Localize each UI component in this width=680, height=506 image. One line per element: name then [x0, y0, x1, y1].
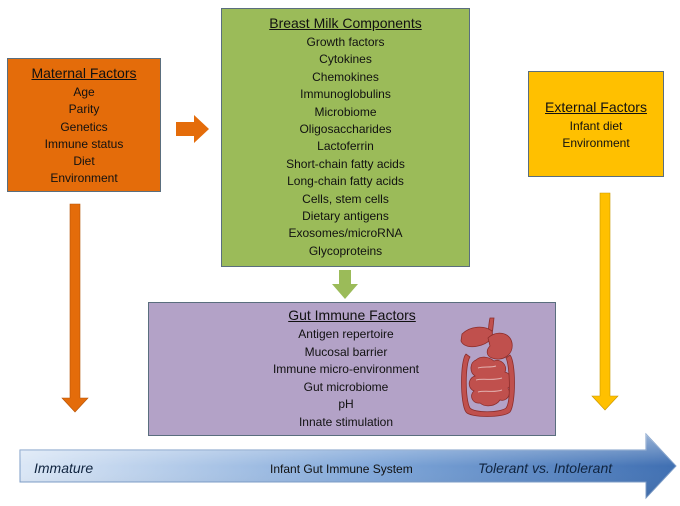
gut-immune-factors-list: Antigen repertoire Mucosal barrier Immun… [149, 326, 555, 432]
list-item: Mucosal barrier [304, 344, 388, 359]
list-item: Lactoferrin [317, 139, 374, 154]
list-item: Innate stimulation [298, 414, 394, 429]
list-item: Long-chain fatty acids [287, 174, 404, 189]
arrow-external-down [591, 192, 619, 411]
breast-milk-components-list: Growth factors Cytokines Chemokines Immu… [222, 34, 469, 260]
list-item: Genetics [60, 119, 108, 134]
list-item: Antigen repertoire [298, 327, 394, 341]
list-item: Parity [68, 102, 100, 117]
list-item: Immune status [44, 136, 124, 151]
arrow-maternal-down [61, 203, 89, 413]
maternal-factors-title: Maternal Factors [31, 65, 137, 81]
list-item: pH [338, 397, 354, 412]
arrow-maternal-to-milk [176, 115, 209, 143]
maternal-factors-list: Age Parity Genetics Immune status Diet E… [8, 84, 160, 188]
list-item: Chemokines [312, 69, 379, 84]
axis-label-tolerant-vs-intolerant: Tolerant vs. Intolerant [478, 460, 613, 476]
axis-label-immature: Immature [34, 460, 94, 476]
list-item: Growth factors [306, 35, 385, 49]
list-item: Cytokines [319, 52, 372, 67]
list-item: Oligosaccharides [299, 122, 392, 137]
list-item: Infant diet [569, 119, 623, 133]
axis-label-infant-gut-immune-system: Infant Gut Immune System [270, 462, 413, 476]
list-item: Gut microbiome [303, 379, 389, 394]
list-item: Diet [73, 154, 95, 169]
list-item: Age [73, 85, 95, 99]
list-item: Glycoproteins [308, 243, 383, 258]
maternal-factors-box: Maternal Factors Age Parity Genetics Imm… [7, 58, 161, 192]
breast-milk-components-title: Breast Milk Components [269, 15, 422, 31]
breast-milk-components-box: Breast Milk Components Growth factors Cy… [221, 8, 470, 267]
list-item: Dietary antigens [302, 209, 389, 224]
list-item: Microbiome [314, 104, 377, 119]
external-factors-list: Infant diet Environment [529, 118, 663, 153]
list-item: Immune micro-environment [272, 362, 420, 377]
list-item: Exosomes/microRNA [288, 226, 403, 241]
list-item: Immunoglobulins [300, 87, 391, 102]
external-factors-title: External Factors [545, 99, 647, 115]
list-item: Environment [562, 136, 630, 151]
external-factors-box: External Factors Infant diet Environment [528, 71, 664, 177]
gut-immune-factors-title: Gut Immune Factors [288, 307, 416, 323]
arrow-milk-to-gut [332, 270, 358, 299]
list-item: Short-chain fatty acids [286, 156, 405, 171]
list-item: Cells, stem cells [302, 191, 389, 206]
list-item: Environment [50, 171, 118, 186]
